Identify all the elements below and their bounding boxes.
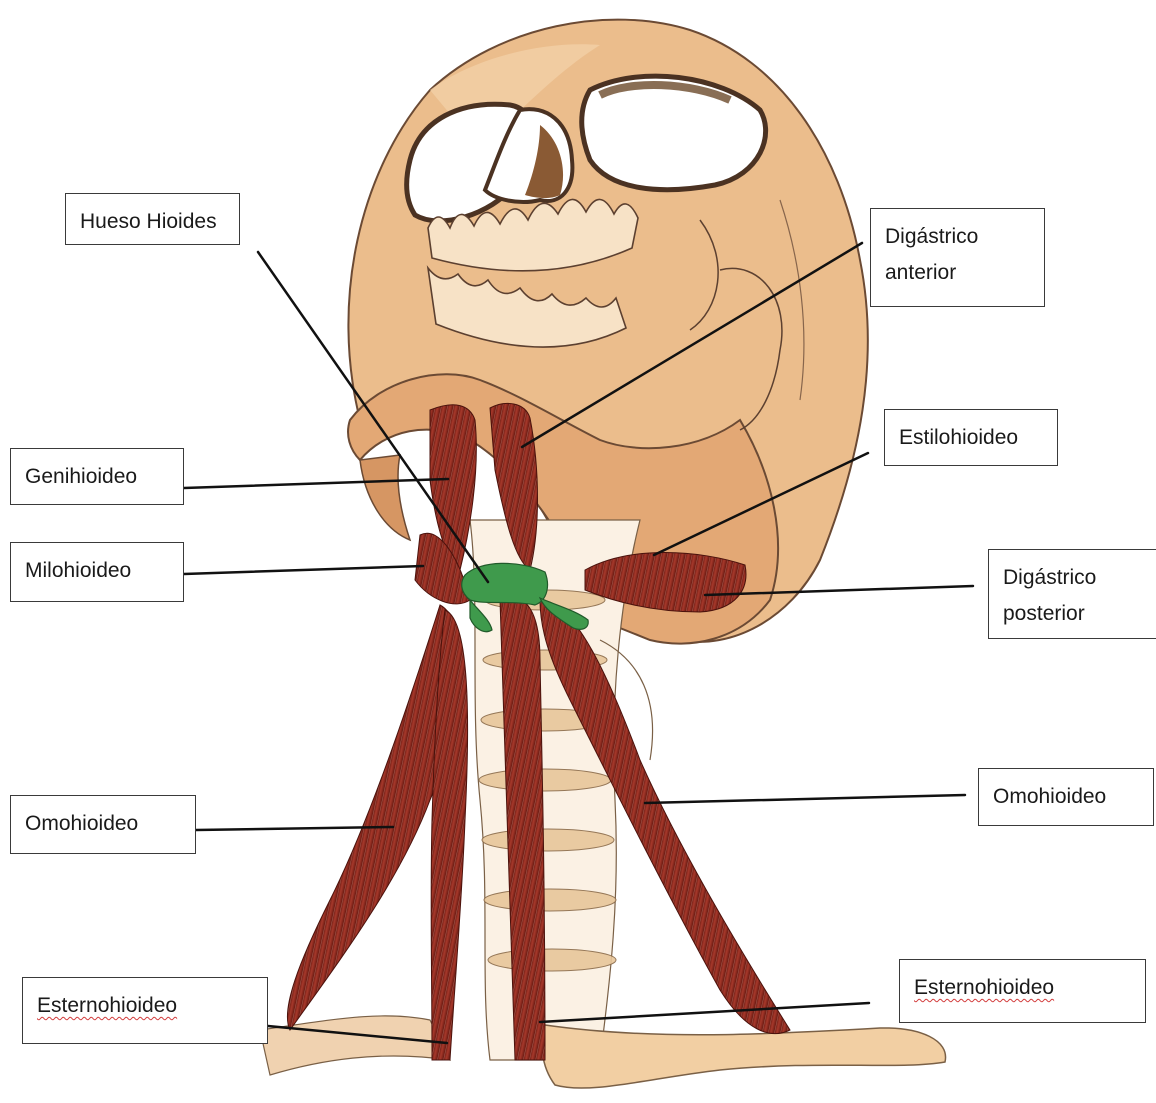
leader-genihioideo: [184, 479, 448, 488]
label-omohioideo-right: Omohioideo: [978, 768, 1154, 826]
label-estilohioideo: Estilohioideo: [884, 409, 1058, 466]
label-text: Omohioideo: [993, 785, 1106, 808]
label-text: Estilohioideo: [899, 426, 1018, 449]
label-omohioideo-left: Omohioideo: [10, 795, 196, 854]
label-text: Esternohioideo: [914, 976, 1054, 999]
label-esternohioideo-right: Esternohioideo: [899, 959, 1146, 1023]
label-text: Milohioideo: [25, 559, 131, 582]
leader-omohioideo-right: [645, 795, 965, 803]
label-milohioideo: Milohioideo: [10, 542, 184, 602]
label-digastrico-anterior: Digástrico anterior: [870, 208, 1045, 307]
label-esternohioideo-left: Esternohioideo: [22, 977, 268, 1044]
leader-milohioideo: [184, 566, 423, 574]
label-hueso-hioides: Hueso Hioides: [65, 193, 240, 245]
label-text-line2: anterior: [885, 255, 1030, 291]
label-text-line1: Digástrico: [885, 219, 1030, 255]
label-text-line2: posterior: [1003, 596, 1142, 632]
label-text: Omohioideo: [25, 812, 138, 835]
label-text: Genihioideo: [25, 465, 137, 488]
label-text-line1: Digástrico: [1003, 560, 1142, 596]
label-text: Hueso Hioides: [80, 210, 217, 233]
label-digastrico-posterior: Digástrico posterior: [988, 549, 1156, 639]
label-genihioideo: Genihioideo: [10, 448, 184, 505]
label-text: Esternohioideo: [37, 994, 177, 1017]
